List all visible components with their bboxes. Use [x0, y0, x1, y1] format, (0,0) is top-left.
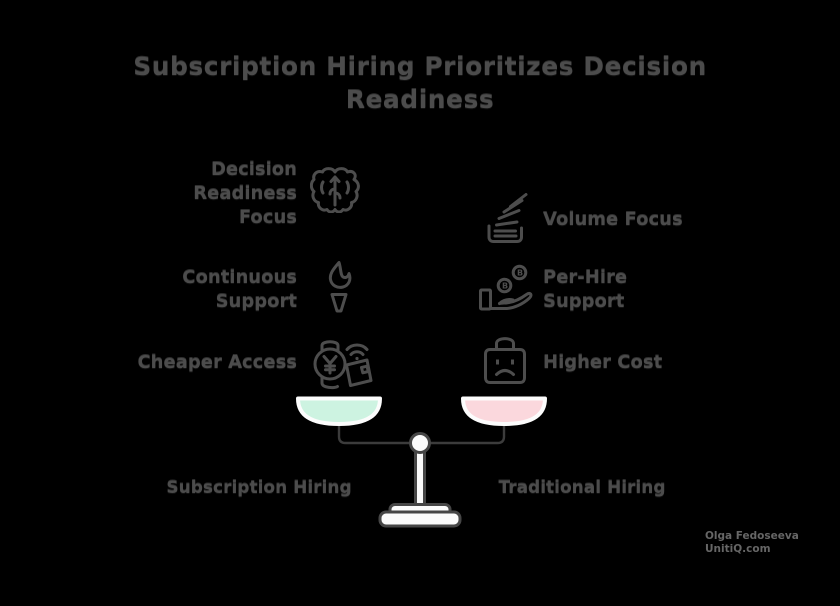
- label-decision-readiness-focus: Decision Readiness Focus: [193, 159, 297, 228]
- scale-pole: [414, 448, 426, 510]
- coin-symbol: B: [517, 269, 523, 278]
- scale-left-hanger: [337, 424, 411, 445]
- label-cheaper-access: Cheaper Access: [137, 352, 297, 373]
- contactless-payment-watch-icon: [311, 337, 377, 392]
- coin-symbol: B: [502, 282, 508, 291]
- attribution-site: UnitiQ.com: [705, 542, 771, 555]
- scale-left-pan: [296, 396, 382, 426]
- balance-scale: [280, 390, 560, 535]
- page-title: Subscription Hiring Prioritizes Decision…: [0, 50, 840, 116]
- attribution: Olga Fedoseeva UnitiQ.com: [705, 530, 799, 555]
- label-volume-focus: Volume Focus: [543, 209, 683, 230]
- label-higher-cost: Higher Cost: [543, 352, 663, 373]
- scale-base-lower: [378, 510, 462, 528]
- coins-in-hand-icon: B B: [478, 261, 536, 315]
- label-subscription-hiring: Subscription Hiring: [166, 478, 352, 498]
- scale-right-hanger: [429, 424, 506, 445]
- torch-icon: [325, 261, 353, 313]
- label-continuous-support: Continuous Support: [182, 267, 297, 312]
- page-title-line2: Readiness: [345, 85, 495, 114]
- label-traditional-hiring: Traditional Hiring: [498, 478, 666, 498]
- brain-icon: [310, 165, 360, 213]
- page-title-line1: Subscription Hiring Prioritizes Decision: [133, 52, 707, 81]
- label-per-hire-support: Per-Hire Support: [543, 267, 628, 312]
- sad-shopping-bag-icon: [483, 334, 527, 386]
- stacked-volume-icon: [485, 193, 533, 246]
- scale-pivot: [409, 432, 431, 454]
- attribution-author: Olga Fedoseeva: [705, 530, 799, 542]
- scale-right-pan: [461, 396, 547, 426]
